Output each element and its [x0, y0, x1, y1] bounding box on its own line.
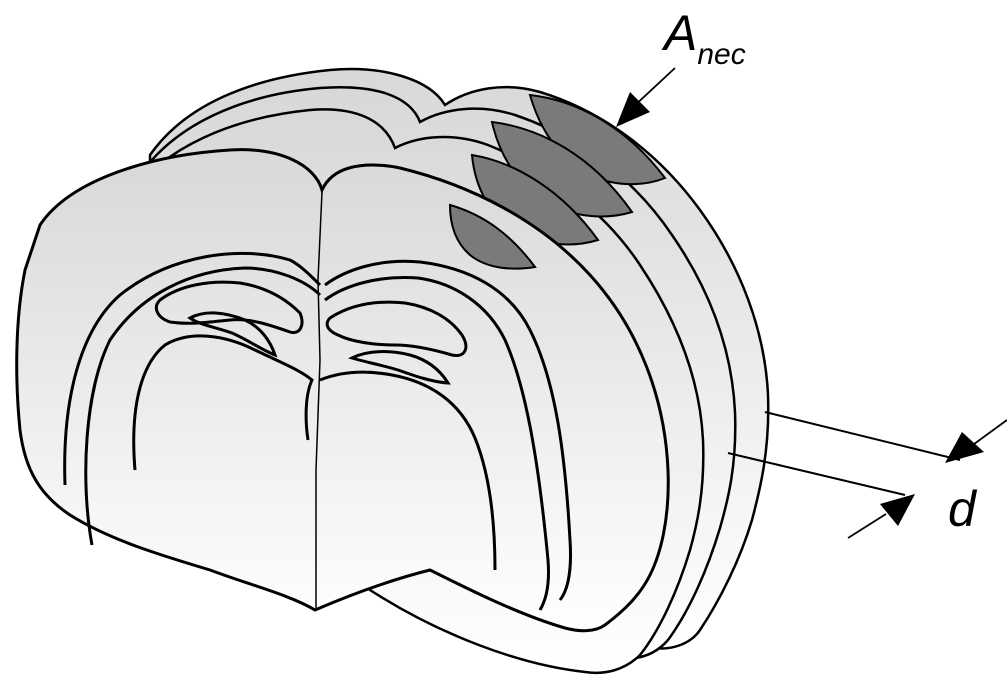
- anec-label: Anec: [664, 8, 746, 58]
- thickness-label: d: [948, 484, 976, 534]
- anec-label-main: A: [664, 5, 697, 61]
- anec-arrow: [616, 68, 675, 127]
- anec-label-subscript: nec: [697, 38, 745, 71]
